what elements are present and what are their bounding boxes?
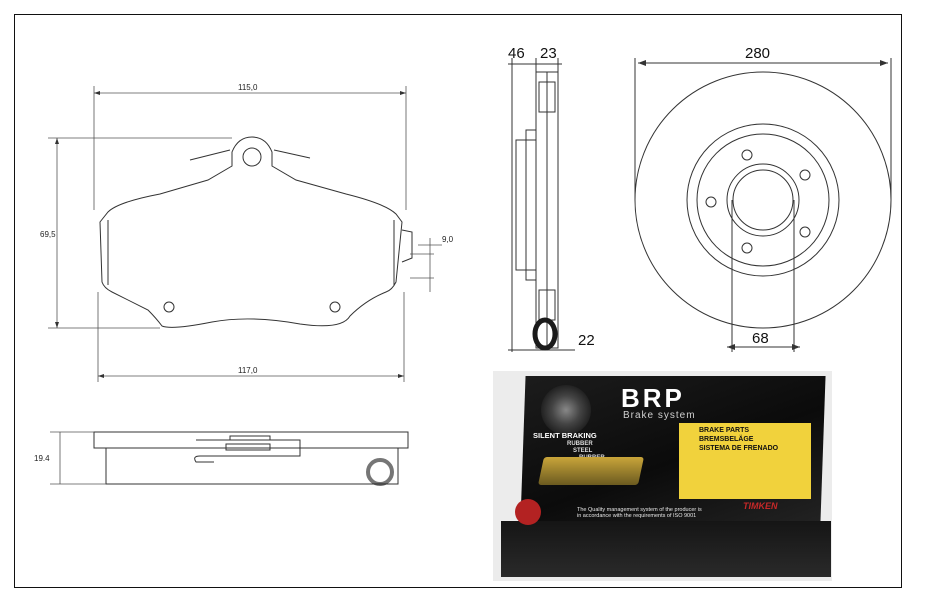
center-bore-label: 68 xyxy=(752,330,769,347)
drawing-frame xyxy=(14,14,902,588)
quality-line: The Quality management system of the pro… xyxy=(577,507,702,513)
quality-certificate-seal xyxy=(515,499,541,525)
brake-pad-graphic xyxy=(538,457,644,485)
pad-height-label: 69,5 xyxy=(40,230,56,239)
arrowheads xyxy=(55,60,888,378)
pad-width-top-label: 115,0 xyxy=(238,83,258,92)
disc-thickness-rear-label: 23 xyxy=(540,45,557,62)
brake-pad-side-view xyxy=(93,431,409,485)
brake-disc-graphic xyxy=(541,385,591,435)
brake-pad-front-view xyxy=(99,136,413,328)
quality-statement: The Quality management system of the pro… xyxy=(577,507,702,519)
pad-dimension-lines xyxy=(48,86,442,382)
product-box-photo: BRP Brake system SILENT BRAKING RUBBER S… xyxy=(493,371,832,581)
layer-label: RUBBER xyxy=(567,441,593,447)
brand-logo: BRP xyxy=(621,383,685,413)
pad-thickness-label: 19.4 xyxy=(34,454,50,463)
box-front-face xyxy=(501,521,831,577)
disc-thickness-front-label: 46 xyxy=(508,45,525,62)
wear-indicator-label: 9,0 xyxy=(442,235,454,244)
feature-title: SILENT BRAKING xyxy=(533,431,597,440)
product-lines-panel xyxy=(679,423,811,499)
quality-line: in accordance with the requirements of I… xyxy=(577,513,697,519)
hub-offset-label: 22 xyxy=(578,332,595,349)
product-line: SISTEMA DE FRENADO xyxy=(699,445,779,452)
pad-width-bottom-label: 117,0 xyxy=(238,366,258,375)
brand-subtitle: Brake system xyxy=(623,410,696,421)
pad-thickness-dimension xyxy=(50,431,106,485)
disc-side-view xyxy=(508,58,575,352)
watermark-mark xyxy=(366,317,558,486)
product-line: BRAKE PARTS xyxy=(699,427,750,434)
layer-label: STEEL xyxy=(573,448,593,454)
product-line: BREMSBELÄGE xyxy=(699,436,754,443)
disc-front-view xyxy=(634,58,892,352)
disc-diameter-label: 280 xyxy=(745,45,770,62)
partner-logo: TIMKEN xyxy=(743,501,778,511)
